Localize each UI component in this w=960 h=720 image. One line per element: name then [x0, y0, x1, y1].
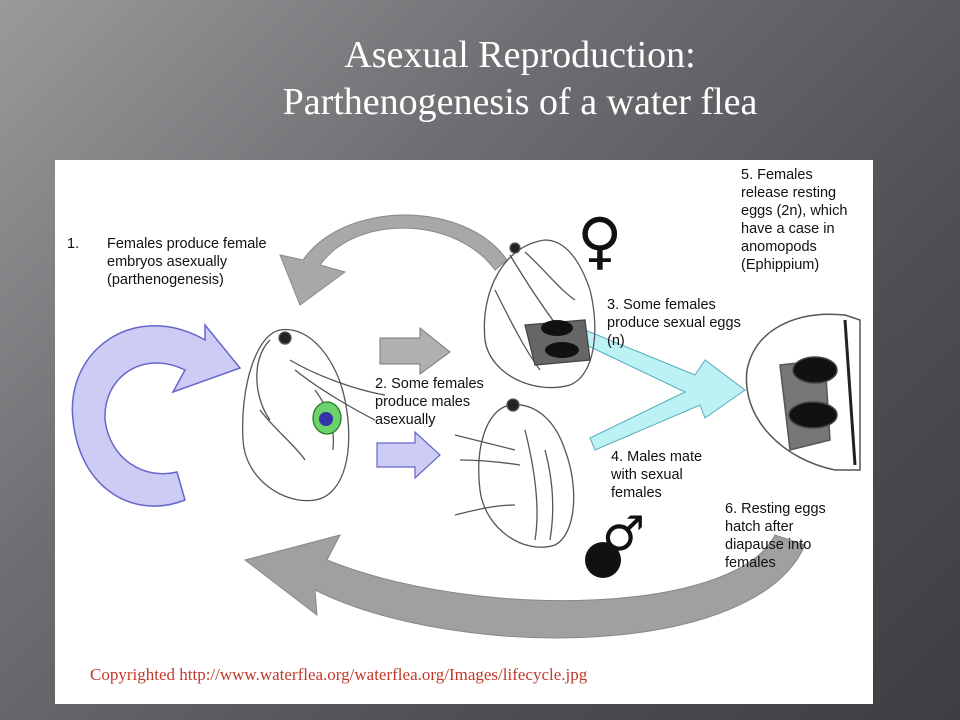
- gray-right-arrow: [379, 326, 451, 375]
- copyright-credit: Copyrighted http://www.waterflea.org/wat…: [90, 665, 588, 684]
- lavender-right-arrow: [376, 430, 441, 480]
- diagram-graphics: [71, 214, 861, 639]
- female-flea-left: [241, 328, 386, 502]
- male-symbol: ♂: [602, 506, 646, 562]
- step6-label: 6. Resting eggs hatch after diapause int…: [725, 501, 826, 571]
- title-line-1: Asexual Reproduction:: [344, 34, 696, 76]
- lifecycle-diagram: 1. Females produce female embryos asexua…: [55, 160, 873, 704]
- step5-label: 5. Females release resting eggs (2n), wh…: [741, 167, 848, 273]
- step2-label: 2. Some females produce males asexually: [375, 376, 484, 428]
- asexual-cycle-arrow: [71, 322, 242, 507]
- cyan-merge-arrow: [579, 329, 746, 451]
- lower-return-arrow: [243, 534, 806, 639]
- step1-number: 1.: [67, 236, 80, 252]
- step4-label: 4. Males mate with sexual females: [611, 449, 703, 501]
- female-flea-top: [483, 239, 596, 389]
- male-body-ball: [585, 542, 621, 578]
- female-symbol: ♀: [577, 204, 623, 277]
- step3-label: 3. Some females produce sexual eggs (n): [607, 297, 741, 349]
- upper-return-arrow: [279, 214, 508, 306]
- ephippium: [745, 313, 861, 471]
- step1-label: Females produce female embryos asexually…: [107, 236, 267, 288]
- slide-title: Asexual Reproduction: Parthenogenesis of…: [150, 32, 890, 126]
- male-flea: [454, 398, 575, 548]
- title-line-2: Parthenogenesis of a water flea: [282, 81, 758, 123]
